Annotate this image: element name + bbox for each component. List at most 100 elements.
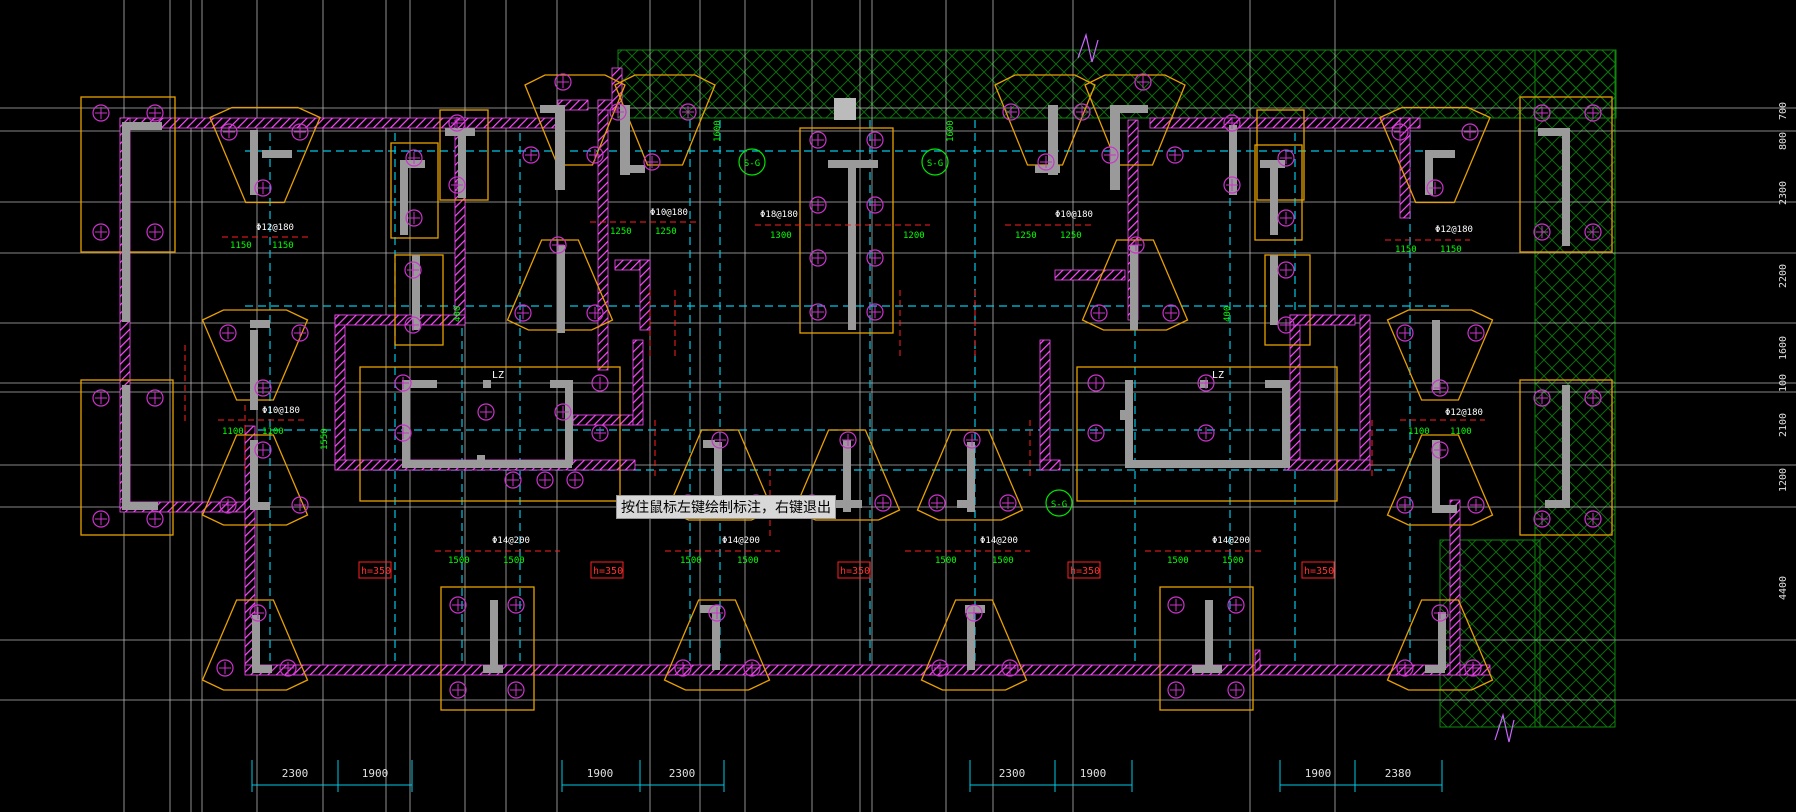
column-segment	[1282, 380, 1290, 465]
pile-circle	[674, 659, 692, 677]
pile-circle	[254, 379, 272, 397]
pile-cap-triangle	[201, 309, 309, 401]
wall-segment	[334, 314, 466, 326]
shear-wall-columns	[122, 98, 1570, 673]
pile-circle	[591, 424, 609, 442]
column-segment	[483, 380, 491, 388]
pile-circle	[1467, 324, 1485, 342]
sg-tag: S-G	[1051, 500, 1067, 510]
pile-circle	[1396, 324, 1414, 342]
pile-circle	[291, 496, 309, 514]
dim-text: 400	[1223, 306, 1233, 322]
column-segment	[1192, 665, 1222, 673]
dim-text: 1150	[230, 241, 252, 251]
pile-circle	[405, 149, 423, 167]
column-segment	[122, 122, 130, 322]
pile-cap-rect	[390, 142, 439, 239]
column-segment	[1270, 160, 1278, 235]
pile-circle	[1431, 379, 1449, 397]
column-segment	[1432, 505, 1457, 513]
pile-circle	[449, 681, 467, 699]
pile-circle	[866, 303, 884, 321]
pile-circle	[279, 659, 297, 677]
rebar-label: Φ10@180	[262, 406, 300, 416]
bottom-dimension-text: 2300 1900 1900 2300 2300 1900 1900 2380	[282, 767, 1412, 780]
dim-text: 1550	[320, 428, 330, 450]
column-segment	[557, 245, 565, 325]
column-segment	[1425, 150, 1433, 195]
pile-circle	[586, 146, 604, 164]
column-segment	[122, 122, 162, 130]
pile-circle	[1134, 73, 1152, 91]
hatched-region	[617, 49, 1617, 728]
column-segment	[957, 500, 975, 508]
pile-circle	[507, 596, 525, 614]
annotations: Φ12@180 Φ10@180 Φ18@180 Φ10@180 Φ12@180 …	[222, 120, 1483, 566]
pile-circle	[1461, 123, 1479, 141]
bottom-dimension-lines	[251, 760, 1443, 792]
dim-text: 1200	[903, 231, 925, 241]
column-segment	[1538, 128, 1568, 136]
column-segment	[1265, 380, 1290, 388]
column-segment	[445, 128, 475, 136]
bottom-dim: 1900	[587, 767, 614, 780]
pile-circle	[1087, 424, 1105, 442]
column-segment	[1130, 245, 1138, 325]
pile-circle	[1426, 179, 1444, 197]
dim-text: 1600	[713, 120, 723, 142]
right-dim: 2200	[1778, 264, 1789, 288]
pile-circle	[1533, 223, 1551, 241]
sg-tag: S-G	[927, 159, 943, 169]
column-segment	[565, 380, 573, 465]
column-segment	[550, 380, 573, 388]
pile-circle	[1533, 510, 1551, 528]
column-segment	[1200, 380, 1208, 388]
bottom-dim: 2380	[1385, 767, 1412, 780]
wall-segment	[572, 414, 634, 426]
column-segment	[1035, 165, 1060, 173]
column-segment	[832, 500, 862, 508]
bottom-dim: 2300	[282, 767, 309, 780]
dim-text: 1100	[262, 427, 284, 437]
pile-circle	[549, 236, 567, 254]
dim-text: 1500	[448, 556, 470, 566]
wall-segment	[244, 664, 1491, 676]
lz-tag: LZ	[1212, 370, 1224, 381]
column-segment	[848, 160, 856, 330]
pile-circle	[394, 374, 412, 392]
height-tag: h=350	[361, 566, 391, 577]
height-tag: h=350	[840, 566, 870, 577]
column-segment	[477, 455, 485, 467]
pile-circle	[448, 114, 466, 132]
pile-circle	[1090, 304, 1108, 322]
wall-segment	[334, 314, 346, 471]
pile-cap-rect	[1159, 586, 1254, 711]
rebar-label: Φ12@180	[1445, 408, 1483, 418]
column-segment	[1432, 440, 1440, 512]
dim-text: 1250	[1015, 231, 1037, 241]
column-segment	[557, 323, 565, 333]
wall-segment	[1039, 339, 1051, 466]
pile-circle	[1223, 114, 1241, 132]
pile-circle	[146, 104, 164, 122]
column-segment	[555, 105, 565, 190]
pile-cap-rect	[1519, 379, 1613, 536]
pile-circle	[291, 123, 309, 141]
column-segment	[252, 665, 272, 673]
column-segment	[620, 105, 630, 175]
pile-circle	[92, 104, 110, 122]
column-segment	[1438, 612, 1446, 670]
pile-circle	[92, 510, 110, 528]
pile-cap-triangle	[1386, 599, 1494, 691]
column-segment	[540, 105, 565, 113]
pile-circle	[477, 403, 495, 421]
pile-circle	[1162, 304, 1180, 322]
pile-circle	[1396, 659, 1414, 677]
pile-circle	[1002, 103, 1020, 121]
pile-circle	[809, 249, 827, 267]
pile-circle	[522, 146, 540, 164]
pile-circle	[404, 316, 422, 334]
rebar-label: Φ12@180	[256, 223, 294, 233]
column-segment	[252, 615, 260, 670]
